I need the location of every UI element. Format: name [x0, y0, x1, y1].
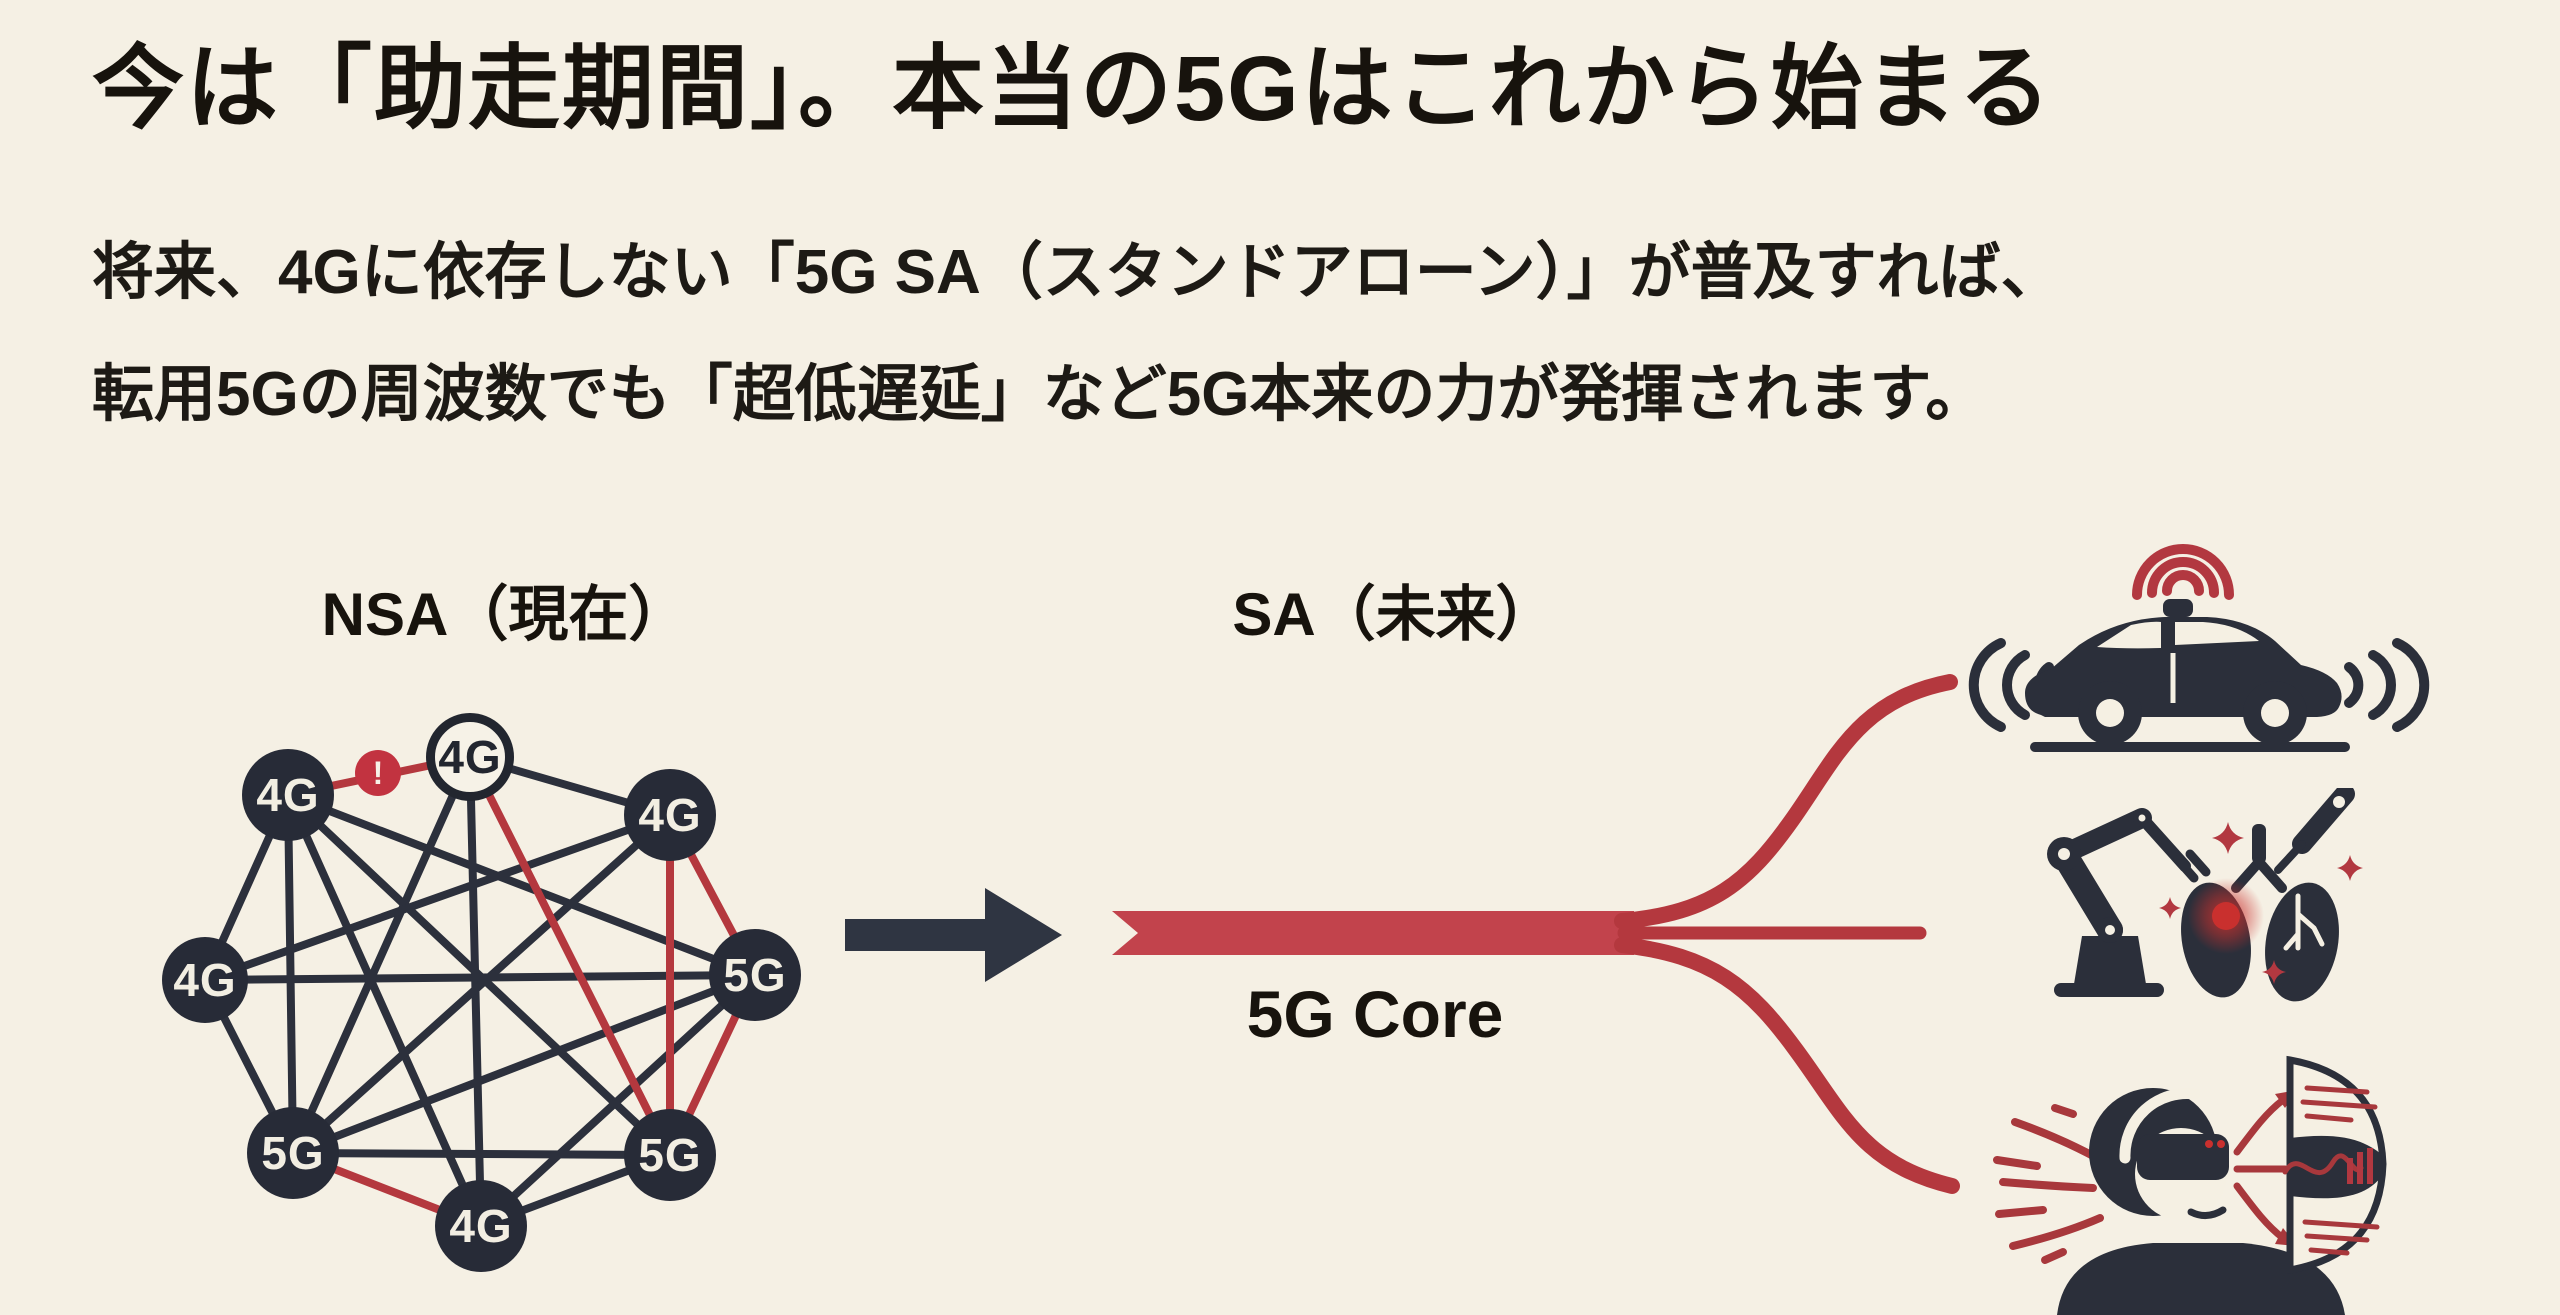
- speed-lines: [1993, 1104, 2104, 1264]
- scalpel-icon: [2274, 788, 2355, 874]
- network-node-right-5g: 5G: [709, 929, 801, 1021]
- network-edge-black: [477, 971, 759, 1230]
- branch-lower: [1614, 937, 1960, 1194]
- page-title: 今は「助走期間」。本当の5Gはこれから始まる: [92, 38, 2053, 140]
- network-node-left-4g: 4G: [162, 937, 248, 1023]
- network-node-br-5g: 5G: [624, 1109, 716, 1201]
- network-node-top-4g: 4G: [426, 713, 514, 801]
- signal-waves-right-icon: [2344, 638, 2430, 732]
- wifi-waves-icon: [2132, 544, 2234, 600]
- vr-headset: [2137, 1134, 2229, 1180]
- nsa-label: NSA（現在）: [321, 581, 689, 648]
- intro-text: 将来、4Gに依存しない「5G SA（スタンドアローン）」が普及すれば、 転用5G…: [92, 212, 2063, 456]
- network-node-bottom-4g: 4G: [435, 1180, 527, 1272]
- core-ribbon: [1112, 911, 1634, 955]
- network-edge-black: [289, 971, 759, 1157]
- network-node-tr-4g: 4G: [624, 769, 716, 861]
- virtual-screen: [2282, 1055, 2387, 1275]
- network-node-tl-4g: 4G: [242, 749, 334, 841]
- vr-user: [2057, 1088, 2345, 1315]
- network-node-bl-5g: 5G: [247, 1107, 339, 1199]
- intro-line-2: 転用5Gの周波数でも「超低遅延」など5G本来の力が発揮されます。: [92, 360, 1988, 429]
- intro-line-1: 将来、4Gに依存しない「5G SA（スタンドアローン）」が普及すれば、: [92, 238, 2063, 307]
- sparkles: [2159, 822, 2363, 984]
- nsa-network-diagram: ! 4G 4G 4G 4G 5G 5G 5G 4G: [140, 690, 820, 1300]
- warning-badge: !: [355, 750, 401, 796]
- transition-arrow-icon: [845, 888, 1062, 982]
- network-edge-black: [289, 753, 474, 1157]
- network-edge-black: [201, 971, 759, 984]
- network-edge-black: [201, 811, 674, 984]
- network-edge-black: [284, 791, 297, 1157]
- sa-label: SA（未来）: [1232, 581, 1556, 648]
- network-edge-black: [284, 791, 759, 979]
- core-label: 5G Core: [1246, 977, 1504, 1051]
- connected-car-icon: [1968, 544, 2430, 752]
- vr-low-latency-icon: [1993, 1055, 2387, 1315]
- lungs: [2181, 824, 2339, 1002]
- remote-surgery-icon: [2047, 788, 2363, 1002]
- network-edge-black: [289, 1149, 674, 1159]
- data-arrows: [2233, 1096, 2289, 1242]
- branch-upper: [1614, 674, 1958, 929]
- robot-arm: [2047, 808, 2211, 997]
- network-edge-red: [466, 753, 674, 1159]
- network-edge-black: [289, 811, 674, 1157]
- car-body: [2025, 599, 2350, 752]
